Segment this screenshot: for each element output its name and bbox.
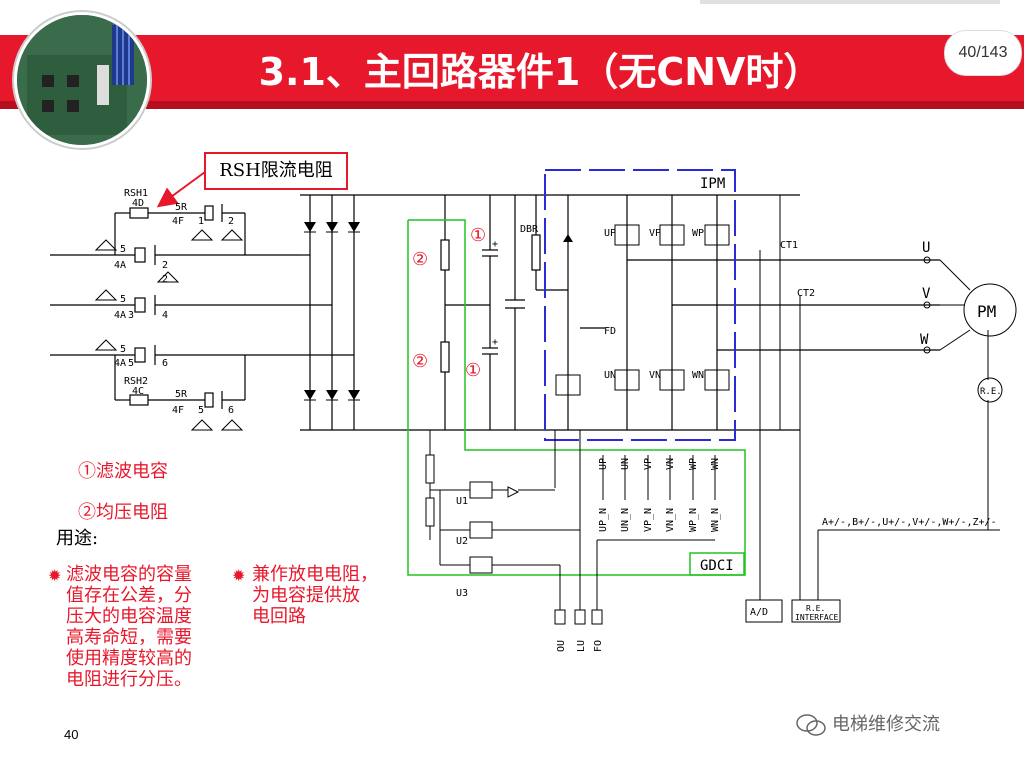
label-re: R.E.: [980, 387, 1002, 397]
label-ad: A/D: [750, 607, 768, 618]
marker-circ1-bot: ①: [465, 360, 481, 381]
label-ct1: CT1: [780, 240, 798, 251]
label-4f-top: 4F: [172, 216, 184, 227]
gate-label-vn-n: VN_N: [665, 508, 676, 532]
label-up: UP: [604, 228, 616, 239]
page-counter-badge: 40/143: [944, 30, 1022, 76]
rsh-callout-label: RSH限流电阻: [204, 152, 348, 190]
label-re-if2: INTERFACE: [795, 613, 839, 622]
label-n6: 6: [162, 358, 168, 369]
watermark: 电梯维修交流: [796, 710, 940, 736]
gate-label-up: UP: [598, 458, 609, 470]
wechat-icon: [796, 714, 826, 736]
label-u1: U1: [456, 496, 468, 507]
legend-item-filter-capacitor: ①滤波电容: [78, 461, 168, 482]
label-n5b: 5: [120, 294, 126, 305]
bullet-icon: ✹: [232, 566, 246, 585]
label-n5d: 5: [128, 358, 134, 369]
label-n5a: 5: [120, 244, 126, 255]
label-wn: WN: [692, 370, 704, 381]
label-u3: U3: [456, 588, 468, 599]
label-tri2: 2: [162, 274, 168, 285]
label-4a2: 4A: [114, 310, 126, 321]
label-5r-top: 5R: [175, 202, 188, 213]
label-v: V: [922, 286, 931, 302]
callout-arrow: [156, 171, 206, 208]
label-w: W: [920, 332, 929, 348]
label-n5c: 5: [120, 344, 126, 355]
label-u: U: [922, 240, 930, 256]
svg-text:+: +: [492, 239, 498, 250]
label-re-if1: R.E.: [806, 604, 825, 613]
label-u2: U2: [456, 536, 468, 547]
label-un: UN: [604, 370, 616, 381]
label-n2: 2: [228, 216, 234, 227]
usage-label: 用途:: [56, 528, 99, 549]
label-pm: PM: [977, 302, 996, 321]
circuit-board-photo: [14, 12, 150, 148]
bullet-icon: ✹: [48, 566, 62, 585]
label-4c: 4C: [132, 386, 144, 397]
label-wp: WP: [692, 228, 704, 239]
gate-label-un: UN: [620, 458, 631, 470]
label-fd: FD: [604, 326, 616, 337]
marker-circ2-bot: ②: [412, 351, 428, 372]
explanation-left: 滤波电容的容量 值存在公差，分 压大的电容温度 高寿命短，需要 使用精度较高的 …: [66, 564, 192, 690]
label-4d: 4D: [132, 198, 144, 209]
label-bus: A+/-,B+/-,U+/-,V+/-,W+/-,Z+/-: [822, 517, 997, 528]
label-rsh1: RSH1: [124, 188, 148, 199]
gate-label-vn: VN: [665, 458, 676, 470]
title-banner-shadow: [0, 101, 1024, 109]
gate-label-vp-n: VP_N: [643, 508, 654, 532]
label-4a1: 4A: [114, 260, 126, 271]
label-n2b: 2: [162, 260, 168, 271]
top-decoration-bar: [700, 0, 1000, 4]
svg-text:+: +: [492, 337, 498, 348]
label-n5e: 5: [198, 405, 204, 416]
output-label-lu: LU: [576, 640, 587, 652]
label-4f-bot: 4F: [172, 405, 184, 416]
output-label-fo: FO: [593, 640, 604, 652]
label-n4: 4: [162, 310, 168, 321]
gate-label-un-n: UN_N: [620, 508, 631, 532]
gate-label-wp-n: WP_N: [688, 508, 699, 532]
label-n1: 1: [198, 216, 204, 227]
label-5r-bot: 5R: [175, 389, 188, 400]
slide-page-number: 40: [64, 727, 79, 742]
gate-label-wp: WP: [688, 458, 699, 470]
legend-item-balancing-resistor: ②均压电阻: [78, 502, 168, 523]
title-banner: [0, 35, 1024, 109]
gate-label-vp: VP: [643, 458, 654, 470]
label-ipm: IPM: [700, 176, 725, 192]
label-n3: 3: [128, 310, 134, 321]
gate-label-up-n: UP_N: [598, 508, 609, 532]
gate-label-wn: WN: [710, 458, 721, 470]
label-ct2: CT2: [797, 288, 815, 299]
slide-title: 3.1、主回路器件1（无CNV时）: [258, 50, 822, 94]
explanation-right: 兼作放电电阻， 为电容提供放 电回路: [252, 564, 378, 627]
label-dbr: DBR: [520, 224, 539, 235]
marker-circ2-top: ②: [412, 249, 428, 270]
label-vn: VN: [649, 370, 661, 381]
output-label-ou: OU: [556, 640, 567, 652]
label-rsh2: RSH2: [124, 376, 148, 387]
label-vp: VP: [649, 228, 661, 239]
gate-label-wn-n: WN_N: [710, 508, 721, 532]
marker-circ1-top: ①: [470, 225, 486, 246]
label-n6b: 6: [228, 405, 234, 416]
label-4a3: 4A: [114, 358, 126, 369]
label-gdci: GDCI: [700, 558, 734, 574]
